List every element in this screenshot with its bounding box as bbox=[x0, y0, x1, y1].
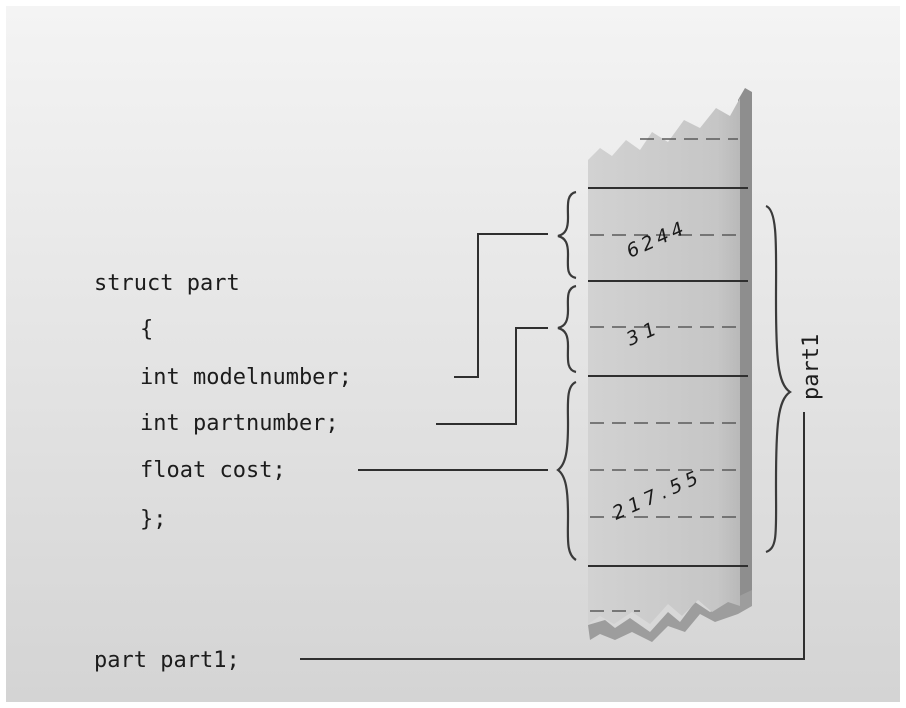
cost-brace bbox=[556, 380, 577, 561]
part1-brace bbox=[765, 204, 792, 554]
part1-connector bbox=[300, 412, 805, 660]
member-braces bbox=[556, 190, 577, 561]
cell-boundaries bbox=[588, 187, 748, 567]
background-panel bbox=[6, 6, 900, 702]
partnumber-brace bbox=[557, 284, 577, 374]
code-line-cost: float cost; bbox=[140, 458, 286, 483]
code-line-open-brace: { bbox=[140, 317, 153, 342]
modelnumber-connector bbox=[454, 233, 548, 378]
code-line-partnumber: int partnumber; bbox=[140, 411, 339, 436]
code-line-modelnumber: int modelnumber; bbox=[140, 365, 352, 390]
partnumber-connector bbox=[436, 327, 548, 425]
modelnumber-brace bbox=[557, 190, 577, 280]
byte-separators bbox=[590, 138, 738, 612]
code-line-declaration: part part1; bbox=[94, 648, 240, 673]
memory-column-bottom-shadow bbox=[588, 590, 752, 642]
memory-column bbox=[588, 98, 740, 624]
code-line-struct: struct part bbox=[94, 271, 240, 296]
connector-lines bbox=[300, 233, 805, 660]
part1-label: part1 bbox=[799, 334, 824, 400]
code-line-close-brace: }; bbox=[140, 507, 167, 532]
code-listing: struct part { int modelnumber; int partn… bbox=[94, 271, 352, 673]
